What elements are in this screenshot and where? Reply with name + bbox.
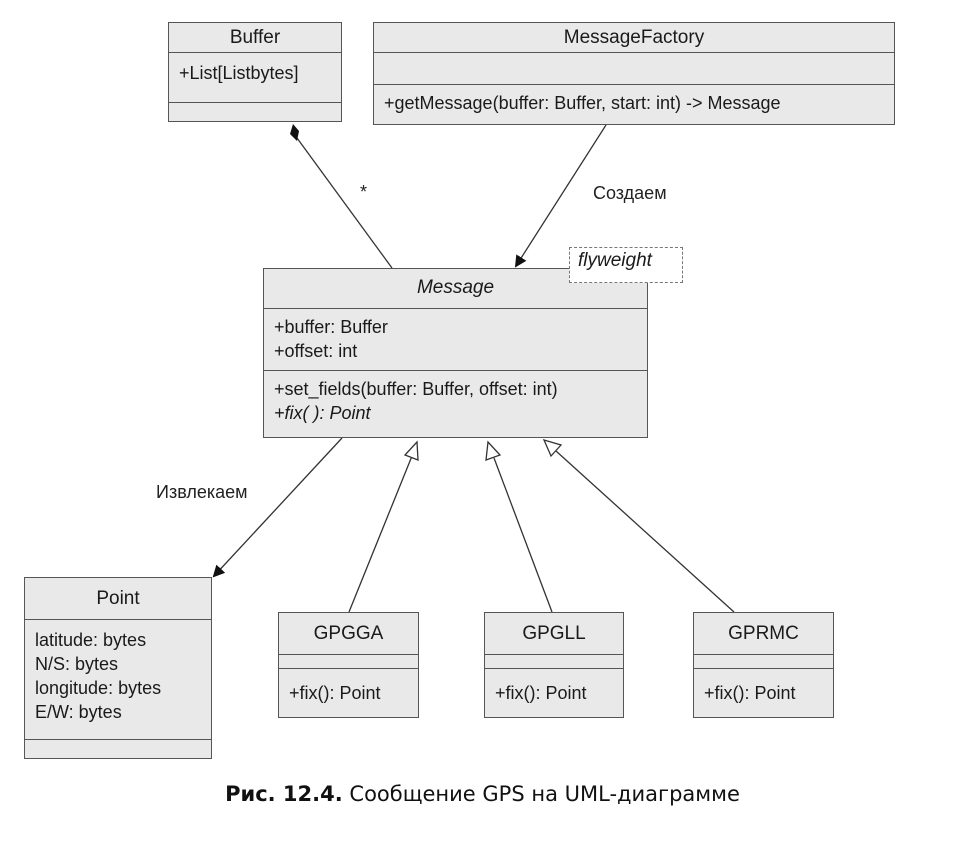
attributes-section xyxy=(694,655,833,669)
operations-section xyxy=(25,740,211,752)
class-message-factory: MessageFactory +getMessage(buffer: Buffe… xyxy=(373,22,895,125)
class-message: Message +buffer: Buffer +offset: int +se… xyxy=(263,268,648,438)
inheritance-triangle-icon xyxy=(485,440,502,461)
inheritance-triangle-icon xyxy=(403,440,419,461)
operations-section: +getMessage(buffer: Buffer, start: int) … xyxy=(374,85,894,119)
stereotype-note-flyweight: flyweight xyxy=(569,247,683,283)
class-name: GPGGA xyxy=(279,613,418,655)
association-factory-message xyxy=(514,124,607,268)
class-point: Point latitude: bytes N/S: bytes longitu… xyxy=(24,577,212,759)
attributes-section xyxy=(279,655,418,669)
generalization-gpgga xyxy=(348,440,419,613)
edge-label-extract: Извлекаем xyxy=(156,482,248,502)
class-gpgll: GPGLL +fix(): Point xyxy=(484,612,624,718)
multiplicity-label: * xyxy=(360,182,368,202)
attribute: latitude: bytes xyxy=(35,630,147,650)
operations-section: +fix(): Point xyxy=(485,669,623,709)
attribute: +List[Listbytes] xyxy=(179,63,299,83)
class-name: GPGLL xyxy=(485,613,623,655)
generalization-gprmc xyxy=(542,438,735,613)
attribute: E/W: bytes xyxy=(35,702,122,722)
operation-abstract: +fix( ): Point xyxy=(274,403,371,423)
attributes-section xyxy=(485,655,623,669)
composition-diamond-icon xyxy=(290,124,299,141)
attributes-section: +buffer: Buffer +offset: int xyxy=(264,309,647,371)
class-name: Message xyxy=(264,269,647,309)
operation: +getMessage(buffer: Buffer, start: int) … xyxy=(384,93,781,113)
operation: +fix(): Point xyxy=(289,683,381,703)
class-name: GPRMC xyxy=(694,613,833,655)
class-name: Point xyxy=(25,578,211,620)
generalization-gpgll xyxy=(485,440,553,613)
attribute: longitude: bytes xyxy=(35,678,162,698)
operation: +fix(): Point xyxy=(704,683,796,703)
operation: +set_fields(buffer: Buffer, offset: int) xyxy=(274,379,558,399)
figure-caption-text: Сообщение GPS на UML-диаграмме xyxy=(349,782,740,806)
composition-buffer-message xyxy=(290,124,393,269)
attributes-section xyxy=(374,53,894,85)
attribute: N/S: bytes xyxy=(35,654,119,674)
attributes-section: +List[Listbytes] xyxy=(169,53,341,103)
operations-section xyxy=(169,103,341,115)
class-gprmc: GPRMC +fix(): Point xyxy=(693,612,834,718)
operations-section: +fix(): Point xyxy=(279,669,418,709)
operations-section: +fix(): Point xyxy=(694,669,833,709)
class-name: MessageFactory xyxy=(374,23,894,53)
attribute: +buffer: Buffer xyxy=(274,317,388,337)
class-gpgga: GPGGA +fix(): Point xyxy=(278,612,419,718)
operations-section: +set_fields(buffer: Buffer, offset: int)… xyxy=(264,371,647,429)
inheritance-triangle-icon xyxy=(542,438,563,458)
association-message-point xyxy=(212,437,343,578)
class-name: Buffer xyxy=(169,23,341,53)
attributes-section: latitude: bytes N/S: bytes longitude: by… xyxy=(25,620,211,740)
attribute: +offset: int xyxy=(274,341,358,361)
operation: +fix(): Point xyxy=(495,683,587,703)
figure-caption: Рис. 12.4. Сообщение GPS на UML-диаграмм… xyxy=(0,782,965,806)
edge-label-create: Создаем xyxy=(593,183,667,203)
class-buffer: Buffer +List[Listbytes] xyxy=(168,22,342,122)
figure-number: Рис. 12.4. xyxy=(225,782,343,806)
